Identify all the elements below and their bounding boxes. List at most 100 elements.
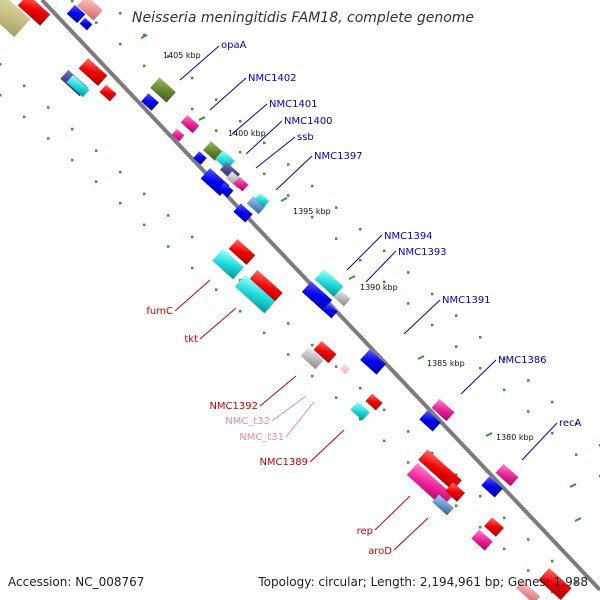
label-connector <box>346 234 383 271</box>
tick-dot-2 <box>527 538 530 541</box>
gene-feature[interactable] <box>418 449 462 491</box>
gene-feature[interactable] <box>78 58 108 86</box>
kbp-label-1390: 1390 kbp <box>360 283 398 292</box>
gene-feature[interactable] <box>515 580 541 600</box>
gene-feature[interactable] <box>254 193 270 207</box>
gene-label-ssb[interactable]: ssb <box>297 132 314 143</box>
label-connector <box>255 136 296 169</box>
tick-dot-1 <box>431 323 434 327</box>
kbp-label-1380: 1380 kbp <box>496 433 534 442</box>
gene-label-rep[interactable]: rep <box>357 526 373 537</box>
tick-dot-2 <box>431 451 434 455</box>
label-connector <box>179 45 220 81</box>
gene-label-recA[interactable]: recA <box>559 418 582 429</box>
gene-feature[interactable] <box>350 401 370 421</box>
tick-dot-0 <box>311 184 314 188</box>
tick-dot-2 <box>95 149 98 152</box>
label-connector <box>209 77 247 111</box>
gene-label-NMC1393[interactable]: NMC1393 <box>398 247 447 258</box>
gene-label-NMC1392[interactable]: NMC1392 <box>209 401 258 412</box>
gene-feature[interactable] <box>301 281 333 311</box>
gene-feature[interactable] <box>66 74 90 98</box>
gene-feature[interactable] <box>212 248 244 280</box>
tick-dot-1 <box>359 259 362 262</box>
gene-label-NMC1386[interactable]: NMC1386 <box>498 355 547 366</box>
gene-label-aroD[interactable]: aroD <box>368 546 392 557</box>
gene-feature[interactable] <box>193 151 207 165</box>
topology-text: Topology: circular; Length: 2,194,961 bp… <box>258 575 588 589</box>
gene-feature[interactable] <box>322 303 338 319</box>
gene-feature[interactable] <box>495 463 519 487</box>
gene-feature[interactable] <box>0 0 31 37</box>
major-tick <box>485 432 493 437</box>
tick-dot-0 <box>239 120 242 123</box>
major-tick <box>140 34 148 39</box>
gene-feature[interactable] <box>246 195 266 215</box>
gene-feature[interactable] <box>419 410 441 432</box>
gene-feature[interactable] <box>339 363 351 375</box>
gene-label-fumC[interactable]: fumC <box>146 306 173 317</box>
gene-feature[interactable] <box>300 346 324 370</box>
gene-feature[interactable] <box>431 398 455 422</box>
gene-label-NMC1400[interactable]: NMC1400 <box>284 116 333 127</box>
label-connector <box>403 299 441 335</box>
tick-dot-0 <box>407 271 410 274</box>
gene-label-NMC1394[interactable]: NMC1394 <box>384 231 433 242</box>
gene-feature[interactable] <box>314 269 344 297</box>
gene-feature[interactable] <box>234 274 276 314</box>
gene-feature[interactable] <box>215 150 235 170</box>
gene-label-NMC1402[interactable]: NMC1402 <box>248 73 297 84</box>
gene-feature[interactable] <box>228 239 256 265</box>
label-connectors <box>174 45 558 551</box>
label-connector <box>231 103 268 135</box>
tick-dot-0 <box>119 12 122 15</box>
gene-feature[interactable] <box>180 114 200 134</box>
label-connector <box>259 375 297 407</box>
gene-feature[interactable] <box>471 529 493 551</box>
gene-feature[interactable] <box>313 340 337 364</box>
gene-feature[interactable] <box>406 462 454 508</box>
gene-feature[interactable] <box>77 0 103 21</box>
gene-feature[interactable] <box>484 517 504 537</box>
gene-feature[interactable] <box>233 203 253 223</box>
tick-dot-1 <box>191 107 194 111</box>
gene-label-NMC1401[interactable]: NMC1401 <box>269 99 318 110</box>
forward-gene-labels: opaA NMC1402 NMC1401 NMC1400 ssb NMC1397… <box>221 40 582 429</box>
gene-feature[interactable] <box>17 0 51 26</box>
gene-feature[interactable] <box>538 568 572 600</box>
gene-feature[interactable] <box>360 349 386 375</box>
gene-feature[interactable] <box>171 128 185 142</box>
tick-dot-1 <box>479 367 482 370</box>
tick-dot-0 <box>575 422 578 425</box>
gene-label-NMC1397[interactable]: NMC1397 <box>314 151 363 162</box>
tick-dot-2 <box>71 127 74 131</box>
gene-feature[interactable] <box>150 77 176 103</box>
gene-label-tkt[interactable]: tkt <box>184 334 198 345</box>
kbp-label-1400: 1400 kbp <box>228 129 266 138</box>
gene-feature[interactable] <box>141 93 159 111</box>
gene-feature[interactable] <box>432 494 454 516</box>
label-connector <box>521 422 558 461</box>
gene-label-NMC_t31[interactable]: NMC_t31 <box>239 432 284 443</box>
gene-feature[interactable] <box>247 270 283 304</box>
gene-feature[interactable] <box>79 17 93 31</box>
tick-dot-3 <box>479 526 482 529</box>
accession-text: Accession: NC_008767 <box>8 575 145 589</box>
gene-label-NMC_t32[interactable]: NMC_t32 <box>225 416 270 427</box>
tick-dot-1 <box>215 129 218 132</box>
gene-feature[interactable] <box>66 4 86 24</box>
reverse-gene-labels: fumC tkt NMC1392 NMC1389 rep aroD <box>146 306 392 557</box>
gene-feature[interactable] <box>445 482 465 502</box>
gene-feature[interactable] <box>333 289 351 307</box>
gene-feature[interactable] <box>481 476 503 498</box>
gene-label-opaA[interactable]: opaA <box>221 40 247 51</box>
gene-feature[interactable] <box>365 393 383 411</box>
gene-feature[interactable] <box>233 176 249 192</box>
gene-feature[interactable] <box>99 84 117 102</box>
gene-feature[interactable] <box>218 182 234 198</box>
tick-dot-3 <box>263 331 266 335</box>
gene-label-NMC1391[interactable]: NMC1391 <box>442 295 491 306</box>
gene-label-NMC1389[interactable]: NMC1389 <box>259 457 308 468</box>
tick-dot-2 <box>287 322 290 325</box>
